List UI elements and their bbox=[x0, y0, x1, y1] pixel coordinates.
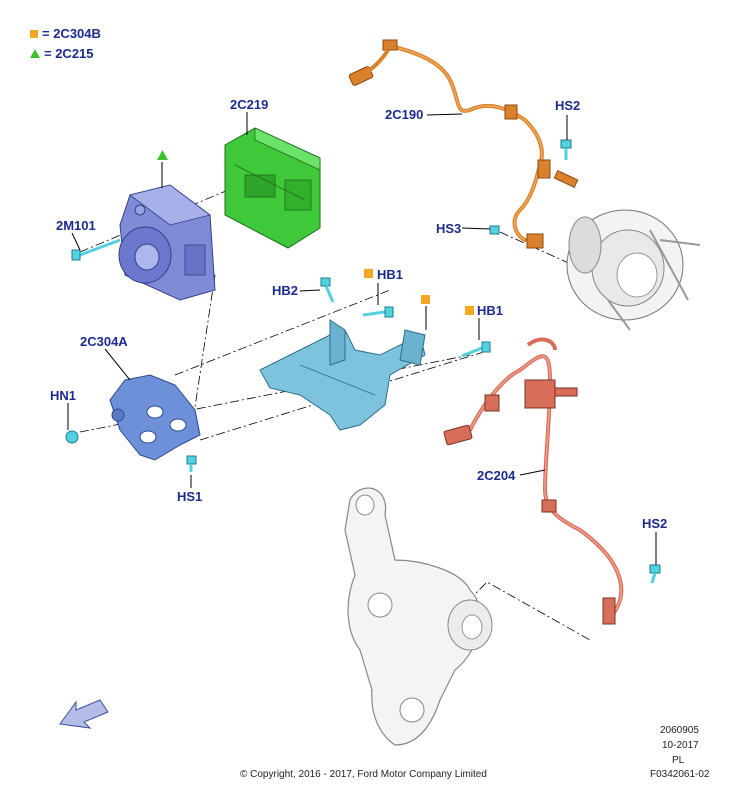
label-hs2-bottom: HS2 bbox=[642, 516, 667, 531]
legend-text-2c215: = 2C215 bbox=[44, 46, 94, 61]
figure-number: F0342061-02 bbox=[650, 769, 710, 780]
bolt-hb2 bbox=[320, 277, 335, 303]
label-hb1-b: HB1 bbox=[477, 303, 503, 318]
label-2c304a: 2C304A bbox=[80, 334, 128, 349]
bolt-2m101 bbox=[71, 238, 121, 261]
control-module-2c219 bbox=[224, 127, 321, 249]
direction-arrow-icon bbox=[59, 699, 109, 729]
wheel-hub bbox=[566, 209, 701, 331]
label-2c219: 2C219 bbox=[230, 97, 268, 112]
front-sensor-harness-2c190 bbox=[348, 39, 579, 249]
main-bracket bbox=[259, 319, 426, 431]
label-hs2-top: HS2 bbox=[555, 98, 580, 113]
bolt-hb1-a bbox=[362, 306, 394, 318]
footer-code: 2060905 bbox=[660, 725, 699, 736]
green-triangle-marker-icon bbox=[157, 150, 168, 160]
legend-item-2c215: = 2C215 bbox=[30, 46, 94, 61]
orange-square-icon bbox=[30, 29, 38, 38]
abs-hydraulic-unit bbox=[118, 184, 216, 301]
label-hb1-a: HB1 bbox=[377, 267, 403, 282]
label-hn1: HN1 bbox=[50, 388, 76, 403]
copyright-text: © Copyright, 2016 - 2017, Ford Motor Com… bbox=[240, 769, 487, 780]
steering-knuckle bbox=[344, 487, 493, 746]
mount-bracket-2c304a bbox=[109, 374, 201, 461]
bolt-hs3 bbox=[489, 225, 500, 235]
label-2c204: 2C204 bbox=[477, 468, 516, 483]
sensor-harness-2c204 bbox=[443, 337, 624, 625]
footer-region: PL bbox=[672, 755, 685, 766]
label-2c190: 2C190 bbox=[385, 107, 423, 122]
nut-hn1 bbox=[65, 430, 79, 444]
green-triangle-icon bbox=[30, 49, 40, 58]
footer-date: 10-2017 bbox=[662, 740, 699, 751]
orange-square-marker-icon bbox=[465, 306, 474, 315]
orange-square-marker-icon bbox=[364, 269, 373, 278]
bolt-hs1 bbox=[186, 455, 197, 472]
orange-square-marker-icon bbox=[421, 295, 430, 304]
legend-item-2c304b: = 2C304B bbox=[30, 26, 101, 41]
label-hb2: HB2 bbox=[272, 283, 298, 298]
bolt-hb1-b bbox=[461, 341, 491, 358]
bolt-hs2-top bbox=[560, 139, 572, 160]
bolt-hs2-bottom bbox=[649, 564, 661, 584]
label-hs1: HS1 bbox=[177, 489, 202, 504]
label-2m101: 2M101 bbox=[56, 218, 96, 233]
label-hs3: HS3 bbox=[436, 221, 461, 236]
legend-text-2c304b: = 2C304B bbox=[42, 26, 101, 41]
leader-lines bbox=[67, 112, 657, 565]
